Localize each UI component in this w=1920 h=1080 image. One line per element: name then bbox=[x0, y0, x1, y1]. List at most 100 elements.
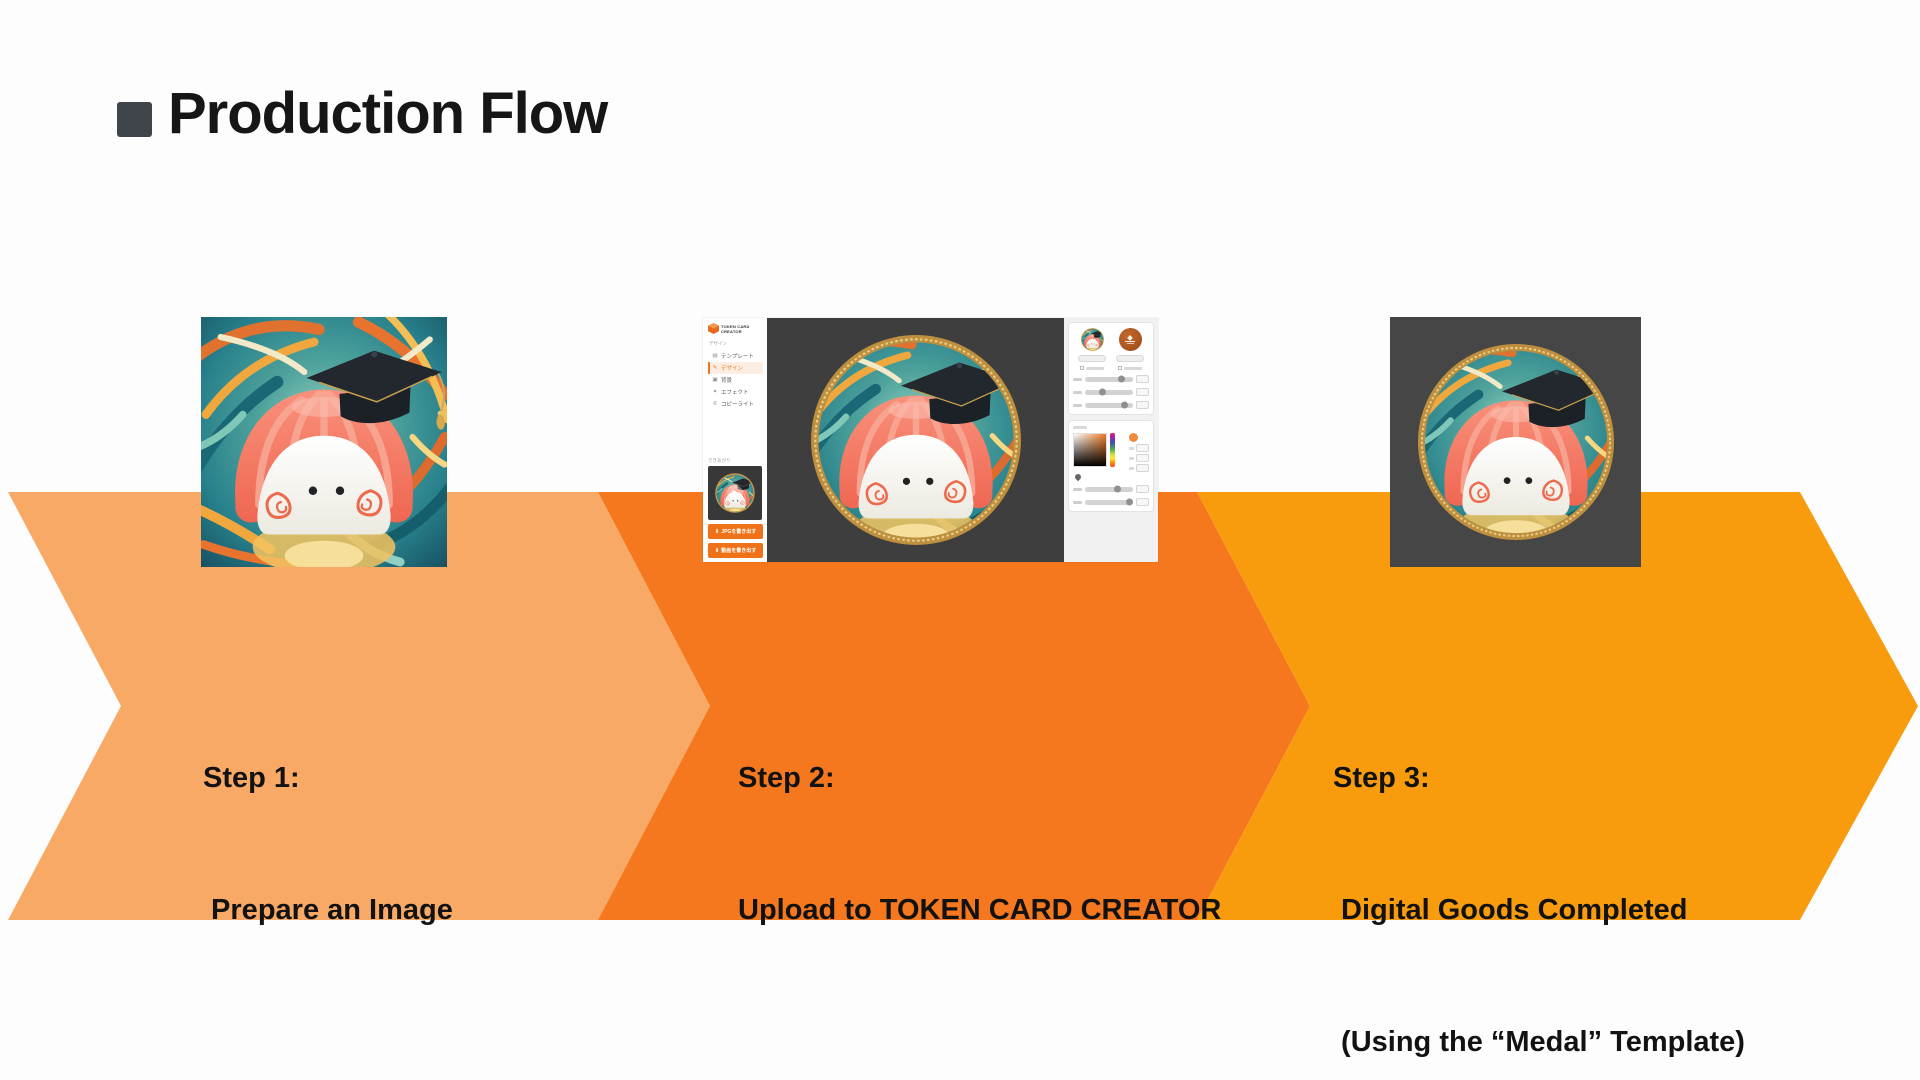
cube-logo-icon bbox=[1127, 334, 1133, 341]
decorative-line bbox=[1126, 342, 1134, 344]
process-chevrons bbox=[8, 492, 1918, 920]
size-slider-row bbox=[1073, 375, 1149, 383]
slider-handle[interactable] bbox=[1117, 375, 1125, 383]
step1-image bbox=[201, 317, 447, 567]
decorative-line bbox=[1125, 340, 1135, 342]
r-value-row bbox=[1129, 444, 1149, 452]
step2-chevron bbox=[598, 492, 1310, 920]
back-option-checkbox[interactable] bbox=[1118, 366, 1142, 370]
color-section-label-bar bbox=[1073, 426, 1087, 429]
gradient-value-field[interactable] bbox=[1136, 485, 1149, 493]
checkbox-label-bar bbox=[1124, 366, 1142, 370]
front-select-button[interactable] bbox=[1078, 355, 1106, 362]
slider-label-bar bbox=[1073, 390, 1082, 394]
logo-line-2: CREATOR bbox=[721, 328, 742, 334]
checkbox-icon bbox=[1080, 366, 1084, 370]
export-image-label: JPGを書き出す bbox=[721, 529, 757, 535]
sidebar-item-copyright[interactable]: © コピーライト bbox=[708, 398, 763, 410]
step1-text: Step 1: Prepare an Image bbox=[203, 668, 453, 1020]
preview-label: できあがり bbox=[708, 458, 731, 463]
export-video-label: 動画を書き出す bbox=[721, 548, 757, 554]
cube-logo-icon bbox=[708, 323, 719, 334]
slider-label-bar bbox=[1073, 500, 1082, 504]
rotate-y-slider-row bbox=[1073, 401, 1149, 409]
download-icon: ⬇ bbox=[714, 547, 720, 554]
step2-title: Step 2: bbox=[738, 762, 835, 794]
effect-icon: ✦ bbox=[712, 389, 718, 395]
medal-front-thumb[interactable] bbox=[1081, 328, 1104, 351]
eyedropper-icon[interactable] bbox=[1073, 472, 1083, 482]
step2-description: Upload to TOKEN CARD CREATOR bbox=[738, 894, 1222, 926]
checkbox-label-bar bbox=[1086, 366, 1104, 370]
sidebar-item-label: 背景 bbox=[721, 378, 733, 384]
medal-sides-card bbox=[1068, 322, 1154, 415]
step3-text: Step 3: Digital Goods Completed (Using t… bbox=[1333, 668, 1745, 1080]
template-icon: ▤ bbox=[712, 353, 718, 359]
opacity-value-field[interactable] bbox=[1136, 498, 1149, 506]
export-image-button[interactable]: ⬇ JPGを書き出す bbox=[708, 524, 763, 539]
gradient-slider[interactable] bbox=[1085, 485, 1133, 493]
b-value-row bbox=[1129, 464, 1149, 472]
b-label-bar bbox=[1129, 466, 1134, 470]
back-select-button[interactable] bbox=[1116, 355, 1144, 362]
slider-handle[interactable] bbox=[1099, 388, 1107, 396]
size-slider[interactable] bbox=[1085, 375, 1133, 383]
sidebar-item-effect[interactable]: ✦ エフェクト bbox=[708, 386, 763, 398]
title-bullet-square bbox=[117, 102, 152, 137]
app-logo: TOKEN CARD CREATOR bbox=[708, 323, 763, 334]
export-video-button[interactable]: ⬇ 動画を書き出す bbox=[708, 543, 763, 558]
rotate-x-value-field[interactable] bbox=[1136, 388, 1149, 396]
step3-description: Digital Goods Completed bbox=[1333, 894, 1688, 926]
download-icon: ⬇ bbox=[714, 528, 720, 535]
opacity-slider-row bbox=[1073, 498, 1149, 506]
app-sidebar: TOKEN CARD CREATOR デザイン ▤ テンプレート ✎ デザイン … bbox=[703, 318, 767, 562]
rotate-x-slider-row bbox=[1073, 388, 1149, 396]
app-canvas bbox=[767, 318, 1064, 562]
step3-image bbox=[1390, 317, 1641, 567]
slider-handle[interactable] bbox=[1113, 485, 1121, 493]
g-label-bar bbox=[1129, 456, 1134, 460]
color-picker-area[interactable] bbox=[1073, 433, 1107, 467]
step1-title: Step 1: bbox=[203, 762, 300, 794]
step1-description: Prepare an Image bbox=[203, 894, 453, 926]
sidebar-item-label: デザイン bbox=[721, 366, 744, 372]
app-properties-panel bbox=[1064, 318, 1158, 562]
copyright-icon: © bbox=[712, 401, 718, 407]
logo-line-1: TOKEN CARD bbox=[721, 323, 750, 329]
background-icon: ▣ bbox=[712, 377, 718, 383]
step2-text: Step 2: Upload to TOKEN CARD CREATOR bbox=[738, 668, 1221, 1020]
step2-app-screenshot: TOKEN CARD CREATOR デザイン ▤ テンプレート ✎ デザイン … bbox=[703, 318, 1158, 562]
r-label-bar bbox=[1129, 446, 1134, 450]
sidebar-item-design[interactable]: ✎ デザイン bbox=[708, 362, 763, 374]
slider-label-bar bbox=[1073, 403, 1082, 407]
medal-back-thumb[interactable] bbox=[1118, 328, 1142, 351]
hue-slider[interactable] bbox=[1110, 433, 1115, 467]
size-value-field[interactable] bbox=[1136, 375, 1149, 383]
card-preview[interactable]: ▶ bbox=[708, 466, 762, 520]
rotate-x-slider[interactable] bbox=[1085, 388, 1133, 396]
sidebar-item-label: エフェクト bbox=[721, 390, 749, 396]
app-logo-text: TOKEN CARD CREATOR bbox=[721, 324, 750, 334]
step3-chevron bbox=[1197, 492, 1918, 920]
sidebar-item-label: テンプレート bbox=[721, 354, 754, 360]
r-value-field[interactable] bbox=[1136, 444, 1149, 452]
g-value-field[interactable] bbox=[1136, 454, 1149, 462]
g-value-row bbox=[1129, 454, 1149, 462]
slider-handle[interactable] bbox=[1125, 498, 1133, 506]
front-option-checkbox[interactable] bbox=[1080, 366, 1104, 370]
play-icon[interactable]: ▶ bbox=[727, 485, 743, 501]
medal-preview-large bbox=[810, 334, 1022, 546]
slider-handle[interactable] bbox=[1121, 401, 1128, 409]
page-title: Production Flow bbox=[168, 81, 608, 146]
rotate-y-value-field[interactable] bbox=[1136, 401, 1149, 409]
rotate-y-slider[interactable] bbox=[1085, 401, 1133, 409]
design-icon: ✎ bbox=[712, 365, 718, 371]
b-value-field[interactable] bbox=[1136, 464, 1149, 472]
sidebar-item-template[interactable]: ▤ テンプレート bbox=[708, 350, 763, 362]
sidebar-item-background[interactable]: ▣ 背景 bbox=[708, 374, 763, 386]
checkbox-icon bbox=[1118, 366, 1122, 370]
slider-label-bar bbox=[1073, 377, 1082, 381]
opacity-slider[interactable] bbox=[1085, 498, 1133, 506]
step1-chevron bbox=[8, 492, 710, 920]
